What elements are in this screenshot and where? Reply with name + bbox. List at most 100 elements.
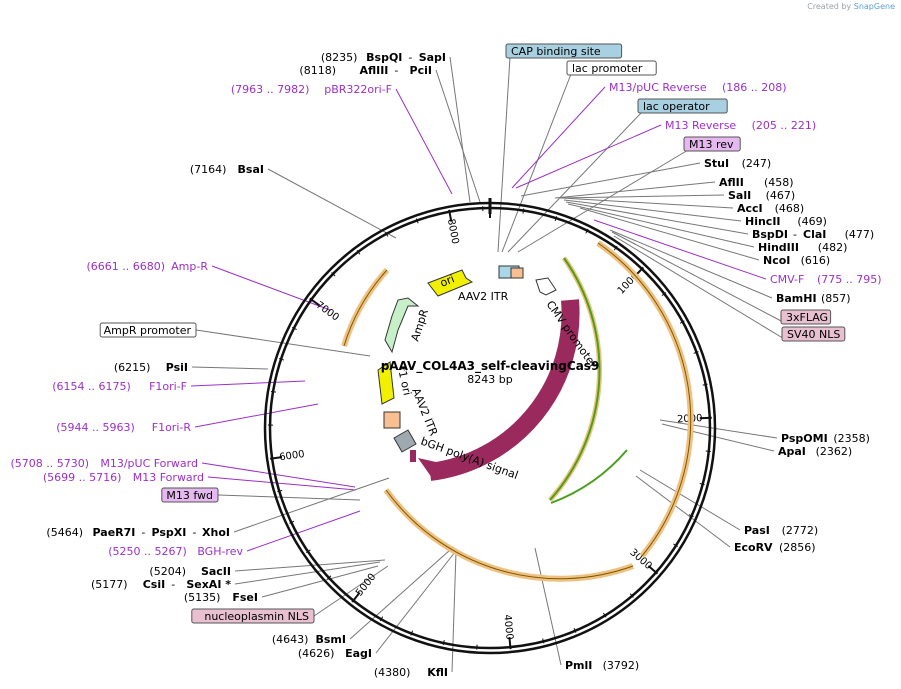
feature-box-3 bbox=[637, 98, 728, 114]
left-primer-leader-8 bbox=[194, 403, 319, 428]
enzyme-pos-13: (616) bbox=[801, 254, 831, 267]
bgh-region-box bbox=[393, 429, 417, 453]
tick-mark bbox=[306, 549, 311, 554]
tick-mark bbox=[410, 630, 414, 636]
enzyme-name-20: PasI bbox=[744, 524, 770, 537]
leader-16 bbox=[611, 231, 786, 324]
feature-box-5 bbox=[683, 136, 741, 152]
left-enzyme-name-20: KflI bbox=[427, 666, 448, 679]
left-enzyme-dash-12-1: - bbox=[141, 526, 145, 539]
feature-box-label-16: 3xFLAG bbox=[786, 311, 828, 324]
enzyme-pos-20: (2772) bbox=[782, 524, 819, 537]
leader-0 bbox=[497, 56, 511, 253]
leader-1 bbox=[501, 73, 572, 253]
tick-mark bbox=[573, 627, 577, 633]
tick-mark bbox=[679, 320, 685, 324]
enzyme-name-10: HincII bbox=[745, 215, 781, 228]
left-leader-11 bbox=[217, 494, 361, 501]
enzyme-pos-22: (3792) bbox=[603, 659, 640, 672]
tick-mark bbox=[415, 218, 419, 224]
tick-label-4000: 4000 bbox=[501, 614, 514, 640]
leader-lines bbox=[190, 56, 787, 673]
ori-label: ori bbox=[438, 272, 456, 289]
orf-outline-edge-4 bbox=[343, 269, 388, 347]
tick-mark bbox=[327, 575, 332, 580]
tick-mark bbox=[699, 416, 712, 420]
left-feature-box-11 bbox=[161, 487, 219, 503]
left-primer-label-10: M13 Forward bbox=[133, 471, 204, 484]
left-primer-pos-8: (5944 .. 5963) bbox=[56, 421, 135, 434]
feature-box-0 bbox=[505, 43, 623, 59]
enzyme-leader-22 bbox=[534, 547, 562, 666]
cmv-promoter-arrow bbox=[535, 277, 557, 296]
left-enzyme-pos-1: (8118) bbox=[299, 64, 336, 77]
tick-mark bbox=[356, 249, 361, 255]
primer-pos-4: (205 .. 221) bbox=[752, 119, 817, 132]
leader-3 bbox=[507, 111, 643, 253]
left-enzyme-leader-18 bbox=[349, 549, 451, 640]
enzyme-leader-12 bbox=[567, 203, 755, 248]
feature-box-label-1: lac promoter bbox=[572, 62, 643, 75]
left-primer-label-7: F1ori-F bbox=[149, 380, 187, 393]
left-enzyme-name-12: PaeR7I bbox=[93, 526, 136, 539]
tick-mark bbox=[705, 450, 711, 453]
tick-mark bbox=[508, 637, 512, 650]
left-enzyme-pos-0: (8235) bbox=[321, 51, 358, 64]
left-enzyme-leader-16 bbox=[261, 565, 379, 598]
left-primer-pos-9: (5708 .. 5730) bbox=[10, 457, 89, 470]
left-enzyme-dash-15-0: - bbox=[171, 578, 175, 591]
left-enzyme-leader-19 bbox=[375, 551, 456, 654]
left-enzyme-name-1: AflIII bbox=[359, 64, 388, 77]
enzyme-pos-21: (2856) bbox=[779, 541, 816, 554]
enzyme-dash-11: - bbox=[793, 228, 797, 241]
left-enzyme-name-6: PsiI bbox=[166, 361, 188, 374]
enzyme-pos-10: (469) bbox=[797, 215, 827, 228]
aav2-itr-bottom-box bbox=[383, 411, 401, 429]
left-primer-label-13: BGH-rev bbox=[197, 545, 243, 558]
tick-mark bbox=[279, 358, 285, 361]
enzyme-leader-18 bbox=[659, 419, 778, 439]
left-enzyme-pos-18: (4643) bbox=[272, 633, 309, 646]
feature-box-label-5: M13 rev bbox=[689, 138, 734, 151]
tick-mark bbox=[629, 593, 634, 598]
left-enzyme-leader-15 bbox=[234, 561, 381, 585]
tick-mark bbox=[385, 231, 389, 237]
left-primer-leader-7 bbox=[190, 380, 306, 387]
orf-outline-edge-1 bbox=[597, 242, 692, 557]
enzyme-pos-12: (482) bbox=[818, 241, 848, 254]
left-primer-leader-13 bbox=[246, 510, 361, 552]
leader-5 bbox=[517, 149, 689, 253]
tick-mark bbox=[289, 520, 295, 524]
feature-box-16 bbox=[780, 309, 832, 325]
enzyme-pos-9: (468) bbox=[775, 202, 805, 215]
left-feature-box-label-5: AmpR promoter bbox=[104, 324, 192, 337]
feature-box-label-3: lac operator bbox=[643, 100, 710, 113]
left-enzyme-pos-16: (5135) bbox=[184, 591, 221, 604]
primer-pos-14: (775 .. 795) bbox=[817, 273, 882, 286]
left-enzyme-pos-3: (7164) bbox=[190, 163, 227, 176]
left-enzyme-pos-19: (4626) bbox=[298, 647, 335, 660]
tick-mark bbox=[291, 326, 297, 330]
left-enzyme-pos-15: (5177) bbox=[91, 578, 128, 591]
tick-mark bbox=[309, 297, 321, 307]
tick-mark bbox=[699, 483, 705, 486]
enzyme-leader-7 bbox=[554, 181, 716, 199]
tick-mark bbox=[688, 514, 694, 518]
nucleoplasmin-nls-mark bbox=[410, 450, 416, 462]
left-primer-pos-13: (5250 .. 5267) bbox=[108, 545, 187, 558]
tick-mark bbox=[277, 489, 283, 493]
backbone-outer bbox=[263, 201, 717, 655]
tick-label-7000: 7000 bbox=[314, 300, 341, 324]
tick-mark bbox=[602, 612, 607, 618]
enzyme-pos-8: (467) bbox=[766, 189, 796, 202]
aav2-itr-top-label: AAV2 ITR bbox=[458, 290, 509, 303]
left-enzyme-leader-20 bbox=[451, 551, 457, 673]
ampr-arrow bbox=[384, 297, 420, 354]
left-enzyme-name-16: FseI bbox=[232, 591, 258, 604]
enzyme-leader-21 bbox=[635, 475, 731, 548]
enzyme-name-11: BspDI bbox=[752, 228, 788, 241]
tick-mark bbox=[331, 272, 336, 277]
enzyme-name-15: BamHI bbox=[776, 292, 817, 305]
enzyme-leader-10 bbox=[563, 199, 742, 222]
